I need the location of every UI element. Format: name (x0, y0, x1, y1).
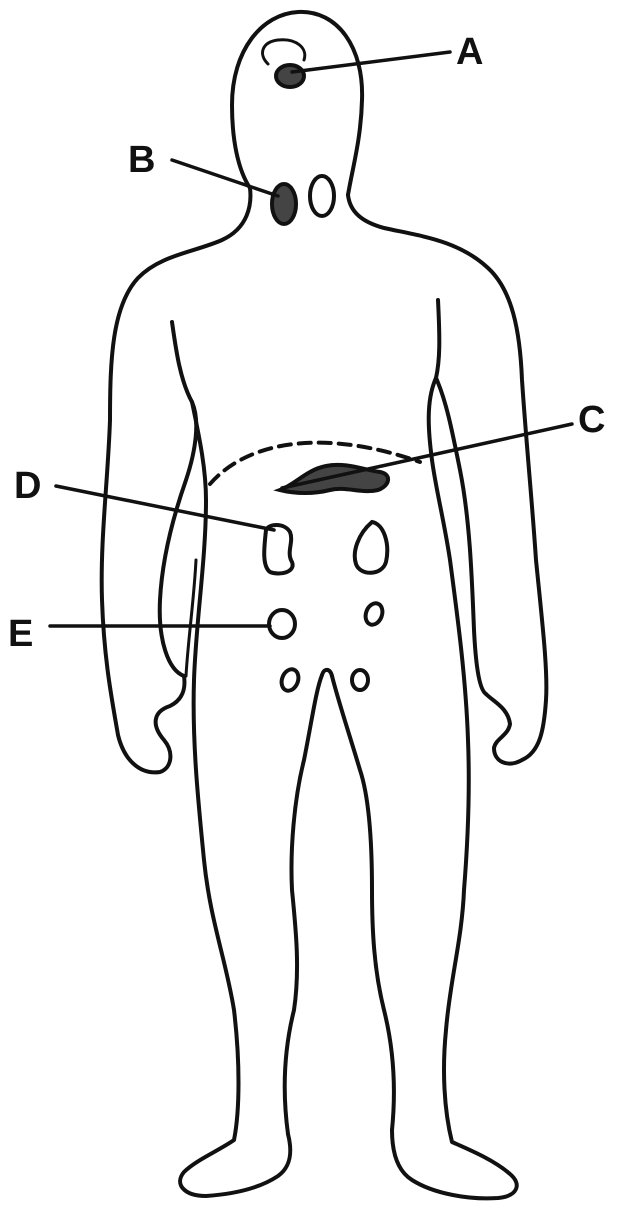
left-small-gland (279, 667, 302, 693)
label-c: C (578, 399, 605, 441)
label-a: A (456, 31, 483, 73)
left-kidney-gland (264, 525, 292, 574)
thyroid-gland (272, 176, 334, 224)
right-lower-gland (363, 601, 386, 627)
thyroid-left-lobe (272, 184, 296, 224)
leader-line-a (292, 52, 450, 72)
right-small-gland (352, 670, 368, 690)
leader-line-b (172, 160, 278, 196)
label-b: B (128, 139, 155, 181)
right-kidney-gland (355, 522, 387, 573)
pituitary-shape (276, 65, 304, 87)
label-e: E (8, 613, 33, 655)
head-outline (232, 12, 362, 195)
right-leg-outer (392, 460, 517, 1198)
left-lower-gland (269, 610, 295, 638)
label-d: D (14, 465, 41, 507)
thyroid-right-lobe (310, 176, 334, 216)
brain-curl (263, 40, 305, 64)
left-arm-outer (102, 188, 251, 772)
pituitary-gland (263, 40, 305, 87)
left-leg-inner (285, 675, 322, 1134)
leader-line-d (56, 486, 274, 530)
right-leg-inner (332, 676, 394, 1130)
